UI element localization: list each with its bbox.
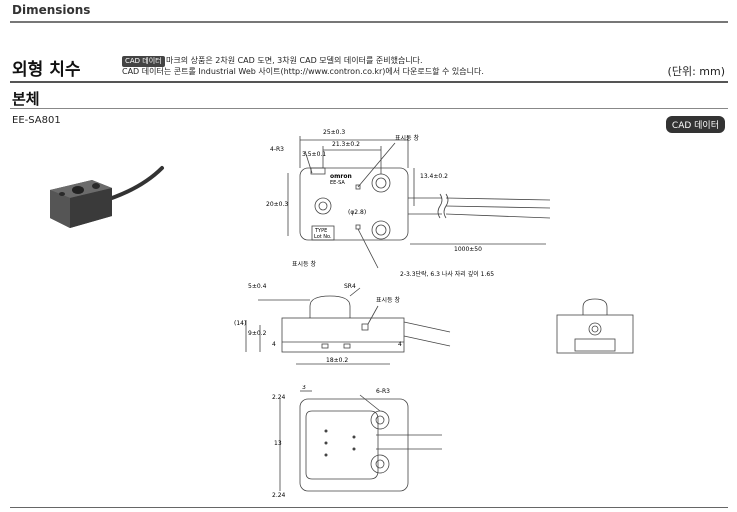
side-view-drawing: 5±0.4 SR4 표시등 창 (14) 9±0.2 4 4 18±0.2 (234, 283, 451, 365)
dim-right: 13.4±0.2 (420, 173, 448, 180)
bottom-divider (10, 507, 728, 508)
lens-diameter: (φ2.8) (348, 209, 366, 216)
dim-slot: 3.5±0.1 (302, 151, 326, 158)
body-divider (10, 108, 728, 109)
model-mark: EE-SA (330, 180, 345, 186)
bottom-view-drawing: 3 6-R3 2.24 13 2.24 (272, 385, 442, 499)
dim-edge-top: 2.24 (272, 394, 286, 401)
unit-label: (단위: mm) (667, 65, 725, 78)
side-indicator-label: 표시등 창 (376, 296, 400, 304)
brand-mark: omron (330, 173, 352, 180)
model-name: EE-SA801 (12, 115, 61, 126)
mount-note: 2-3.3단락, 6.3 나사 자리 깊이 1.65 (400, 270, 494, 278)
body-heading: 본체 (12, 90, 40, 108)
dim-edge-bottom: 2.24 (272, 492, 286, 499)
lot-label: Lot No. (314, 234, 332, 240)
indicator-label-top: 표시등 창 (395, 134, 419, 142)
dim-foot-right: 4 (398, 341, 402, 348)
bottom-radius: 6-R3 (376, 388, 390, 395)
dim-bottom-top: 3 (302, 385, 306, 391)
section-divider (10, 81, 728, 83)
cad-notice-line2: CAD 데이터는 콘트롤 Industrial Web 사이트(http://w… (122, 67, 484, 76)
side-radius: SR4 (344, 283, 356, 290)
cable-length: 1000±50 (454, 246, 482, 253)
cad-data-badge: CAD 데이터 (122, 56, 165, 67)
indicator-label-bottom: 표시등 창 (292, 260, 316, 268)
dim-lens: 5±0.4 (248, 283, 267, 290)
heading-divider (10, 21, 728, 23)
dim-pitch: 21.3±0.2 (332, 141, 360, 148)
section-title: 외형 치수 (12, 60, 81, 80)
top-view-drawing: 25±0.3 21.3±0.2 3.5±0.1 4-R3 표시등 창 13.4±… (266, 129, 551, 278)
dim-base: 18±0.2 (326, 357, 348, 364)
end-view-drawing (556, 298, 634, 354)
cad-notice-line1: 마크의 상품은 2차원 CAD 도면, 3차원 CAD 모델의 데이터를 준비했… (166, 56, 423, 65)
page-heading: Dimensions (12, 3, 91, 17)
hole-count-label: 4-R3 (270, 146, 284, 153)
product-photo (50, 166, 164, 228)
dim-mid: 13 (274, 440, 282, 447)
dim-height: 20±0.3 (266, 201, 288, 208)
dim-width: 25±0.3 (323, 129, 345, 136)
dim-total: (14) (234, 320, 246, 327)
dim-body: 9±0.2 (248, 330, 267, 337)
dim-foot-left: 4 (272, 341, 276, 348)
type-label: TYPE (314, 228, 327, 234)
cad-data-button[interactable]: CAD 데이터 (665, 116, 725, 133)
